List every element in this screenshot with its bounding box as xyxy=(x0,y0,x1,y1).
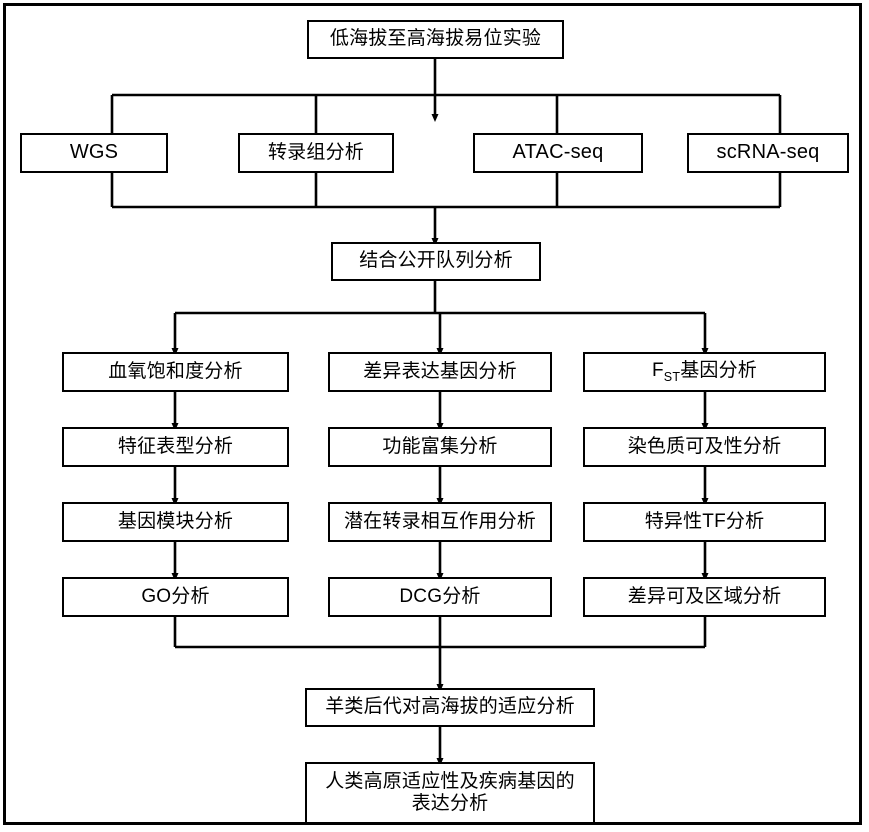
node-assay-transcriptome-label: 转录组分析 xyxy=(267,141,364,163)
node-col1-phenotype-label: 特征表型分析 xyxy=(117,435,234,457)
node-col1-gene-module-label: 基因模块分析 xyxy=(117,510,234,532)
node-col2-enrichment-label: 功能富集分析 xyxy=(382,435,498,457)
node-col3-chromatin-accessibility-analysis[interactable]: 染色质可及性分析 xyxy=(583,427,826,467)
node-assay-wgs-label: WGS xyxy=(69,141,119,164)
node-col3-specific-tf-analysis[interactable]: 特异性TF分析 xyxy=(583,502,826,542)
node-cohort-analysis-label: 结合公开队列分析 xyxy=(359,250,513,272)
node-sheep-adaptation-label: 羊类后代对高海拔的适应分析 xyxy=(325,696,575,718)
node-col1-spo2-analysis[interactable]: 血氧饱和度分析 xyxy=(62,352,289,392)
node-assay-atac-label: ATAC-seq xyxy=(512,141,604,164)
node-col1-go-label: GO分析 xyxy=(141,585,210,607)
node-col1-spo2-label: 血氧饱和度分析 xyxy=(108,360,243,382)
node-col3-fst-gene-analysis[interactable]: FST基因分析 xyxy=(583,352,826,392)
node-assay-atac[interactable]: ATAC-seq xyxy=(473,133,643,173)
node-assay-scrna-label: scRNA-seq xyxy=(716,141,820,164)
node-col2-dcg-label: DCG分析 xyxy=(399,585,481,607)
node-col3-fst-subscript: ST xyxy=(663,370,681,385)
node-col3-fst-suffix: 基因分析 xyxy=(680,360,758,382)
node-col3-chromatin-label: 染色质可及性分析 xyxy=(627,435,782,457)
node-col2-enrichment-analysis[interactable]: 功能富集分析 xyxy=(328,427,552,467)
node-col2-dcg-analysis[interactable]: DCG分析 xyxy=(328,577,552,617)
node-col3-dar-analysis[interactable]: 差异可及区域分析 xyxy=(583,577,826,617)
node-col3-fst-prefix: F xyxy=(651,360,664,382)
node-human-expression[interactable]: 人类高原适应性及疾病基因的 表达分析 xyxy=(305,762,595,824)
node-col2-deg-analysis[interactable]: 差异表达基因分析 xyxy=(328,352,552,392)
node-assay-scrna[interactable]: scRNA-seq xyxy=(687,133,849,173)
node-assay-wgs[interactable]: WGS xyxy=(20,133,168,173)
node-col3-dar-label: 差异可及区域分析 xyxy=(627,585,782,607)
node-col2-deg-label: 差异表达基因分析 xyxy=(363,360,517,382)
node-col2-interaction-analysis[interactable]: 潜在转录相互作用分析 xyxy=(328,502,552,542)
node-col1-go-analysis[interactable]: GO分析 xyxy=(62,577,289,617)
node-col1-gene-module-analysis[interactable]: 基因模块分析 xyxy=(62,502,289,542)
node-col2-interaction-label: 潜在转录相互作用分析 xyxy=(343,510,536,532)
node-col1-phenotype-analysis[interactable]: 特征表型分析 xyxy=(62,427,289,467)
node-cohort-analysis[interactable]: 结合公开队列分析 xyxy=(331,242,541,281)
node-experiment-label: 低海拔至高海拔易位实验 xyxy=(329,28,542,50)
node-human-expression-label: 人类高原适应性及疾病基因的 表达分析 xyxy=(325,770,575,814)
node-col3-specific-tf-label: 特异性TF分析 xyxy=(644,510,765,532)
node-experiment[interactable]: 低海拔至高海拔易位实验 xyxy=(307,20,564,59)
node-assay-transcriptome[interactable]: 转录组分析 xyxy=(238,133,394,173)
node-col3-fst-label: FST基因分析 xyxy=(652,360,757,383)
node-sheep-adaptation[interactable]: 羊类后代对高海拔的适应分析 xyxy=(305,688,595,727)
